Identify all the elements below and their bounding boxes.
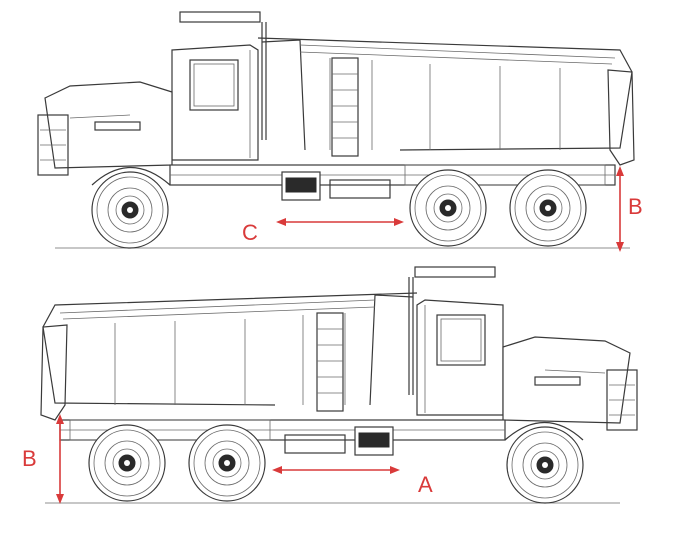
lower-dimension-a: A — [272, 466, 433, 497]
upper-dim-b-label: B — [628, 194, 643, 219]
lower-truck-drawing — [41, 267, 637, 503]
lower-dim-b-label: B — [22, 446, 37, 471]
upper-dimension-c: C — [242, 218, 404, 245]
upper-dimension-b: B — [616, 166, 643, 252]
lower-dimension-b: B — [22, 414, 64, 504]
lower-dim-a-label: A — [418, 472, 433, 497]
upper-truck-drawing — [38, 12, 634, 248]
upper-dim-c-label: C — [242, 220, 258, 245]
